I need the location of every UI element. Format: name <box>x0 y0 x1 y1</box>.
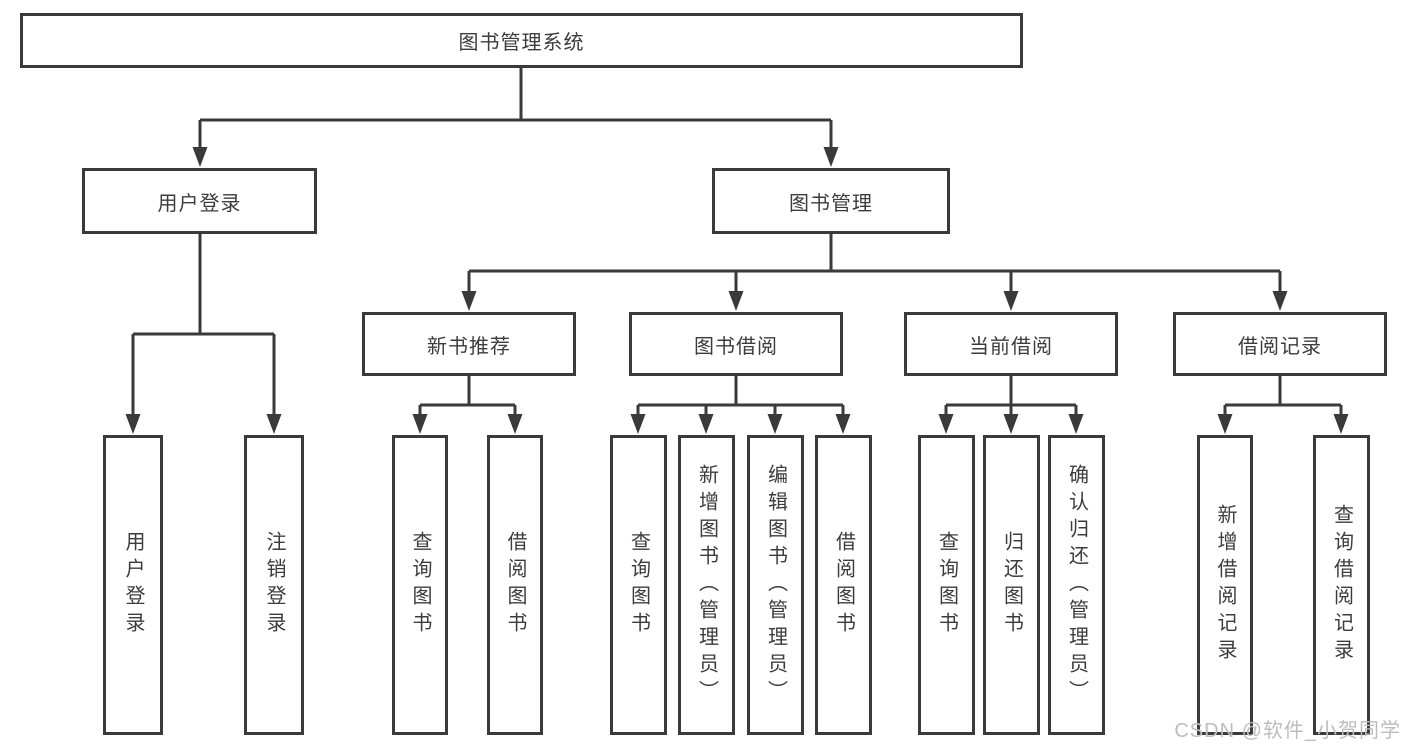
node-root-label: 图书管理系统 <box>458 32 585 54</box>
leaf-rec-add-record: 新增借阅记录 <box>1197 435 1253 735</box>
leaf-bb-query-books-label: 查询图书 <box>627 531 650 639</box>
leaf-cb-query-books: 查询图书 <box>918 435 975 735</box>
node-current-borrowing: 当前借阅 <box>904 312 1118 376</box>
leaf-bb-edit-books-admin: 编辑图书（管理员） <box>747 435 804 735</box>
connector-borrowing-records-children <box>1217 376 1349 434</box>
leaf-rec-query-record-label: 查询借阅记录 <box>1330 504 1353 666</box>
leaf-bb-query-books: 查询图书 <box>610 435 667 735</box>
connector-book-management-children <box>461 234 1288 311</box>
node-new-book-recommendation-label: 新书推荐 <box>427 335 511 358</box>
connector-current-borrowing-children <box>938 376 1084 434</box>
node-book-borrowing: 图书借阅 <box>629 312 843 376</box>
connector-new-book-children <box>412 376 523 434</box>
node-user-login: 用户登录 <box>82 168 317 234</box>
leaf-bb-add-books-admin-label: 新增图书（管理员） <box>695 463 718 707</box>
node-book-management: 图书管理 <box>712 168 950 234</box>
leaf-rec-add-record-label: 新增借阅记录 <box>1214 504 1236 666</box>
connector-root-to-level2 <box>192 68 839 167</box>
node-borrowing-records: 借阅记录 <box>1173 312 1387 376</box>
leaf-cb-return-books-label: 归还图书 <box>1000 531 1023 639</box>
node-borrowing-records-label: 借阅记录 <box>1238 335 1322 358</box>
leaf-nb-borrow-books-label: 借阅图书 <box>504 531 526 639</box>
leaf-bb-add-books-admin: 新增图书（管理员） <box>678 435 735 735</box>
leaf-cb-query-books-label: 查询图书 <box>935 531 958 639</box>
csdn-watermark: CSDN @软件_小贺同学 <box>1174 720 1401 742</box>
leaf-bb-borrow-books: 借阅图书 <box>815 435 872 735</box>
leaf-rec-query-record: 查询借阅记录 <box>1313 435 1370 735</box>
leaf-logout: 注销登录 <box>244 435 304 735</box>
leaf-logout-label: 注销登录 <box>263 531 285 639</box>
connector-user-login-children <box>125 234 282 434</box>
leaf-bb-edit-books-admin-label: 编辑图书（管理员） <box>764 463 787 707</box>
leaf-nb-query-books-label: 查询图书 <box>409 531 431 639</box>
leaf-nb-borrow-books: 借阅图书 <box>487 435 543 735</box>
leaf-bb-borrow-books-label: 借阅图书 <box>832 531 855 639</box>
node-new-book-recommendation: 新书推荐 <box>362 312 576 376</box>
leaf-user-login-label: 用户登录 <box>122 531 144 639</box>
connector-book-borrowing-children <box>630 376 851 434</box>
node-current-borrowing-label: 当前借阅 <box>969 335 1053 358</box>
node-book-management-label: 图书管理 <box>789 192 873 215</box>
leaf-cb-confirm-return-admin: 确认归还（管理员） <box>1048 435 1105 735</box>
leaf-nb-query-books: 查询图书 <box>392 435 448 735</box>
node-root: 图书管理系统 <box>20 13 1023 68</box>
leaf-user-login: 用户登录 <box>103 435 163 735</box>
leaf-cb-return-books: 归还图书 <box>983 435 1040 735</box>
node-book-borrowing-label: 图书借阅 <box>694 335 778 358</box>
leaf-cb-confirm-return-admin-label: 确认归还（管理员） <box>1065 463 1088 707</box>
node-user-login-label: 用户登录 <box>157 192 242 215</box>
